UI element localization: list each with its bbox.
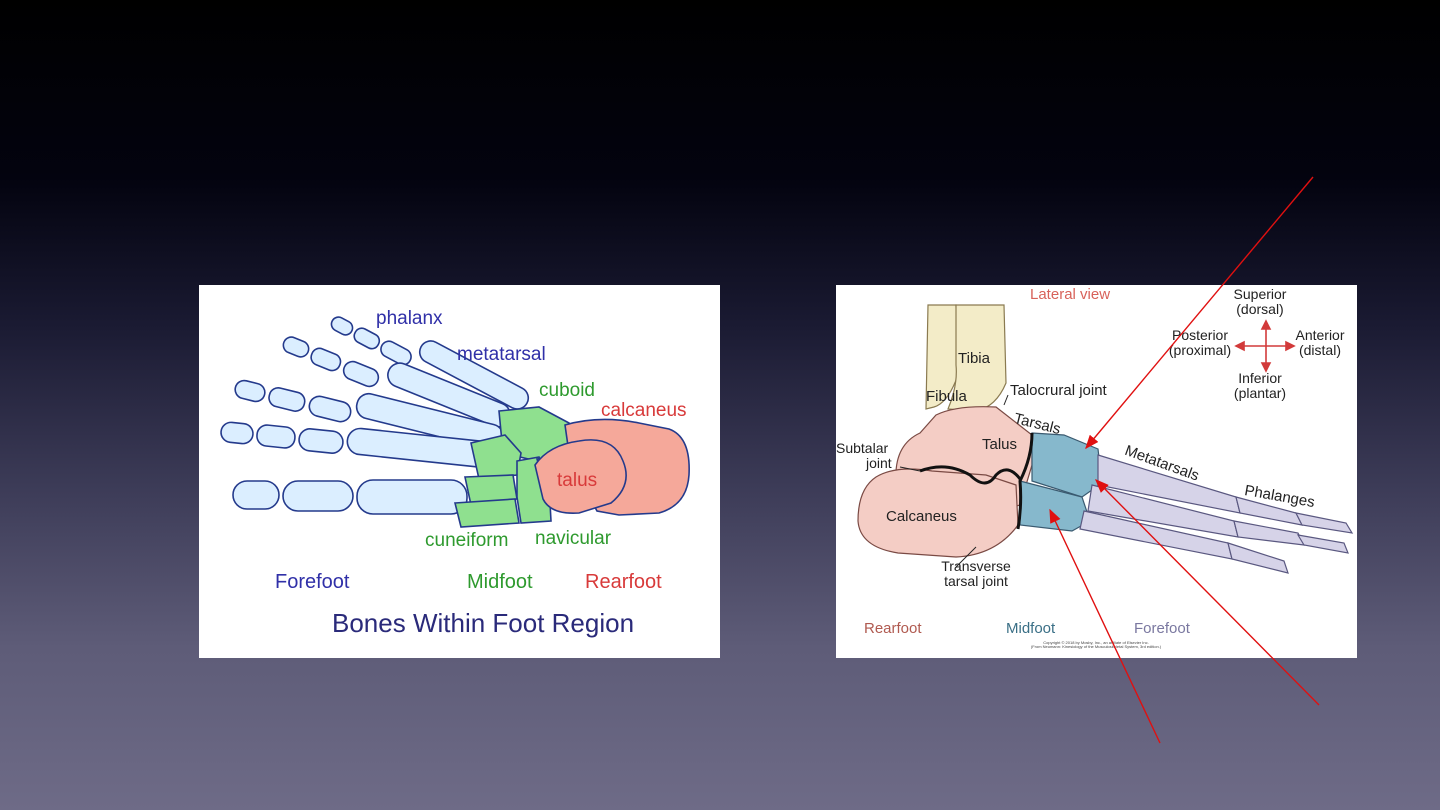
annotation-arrow-1 xyxy=(1086,177,1313,448)
annotation-arrow-3 xyxy=(1050,510,1160,743)
annotation-arrow-2 xyxy=(1096,480,1319,705)
